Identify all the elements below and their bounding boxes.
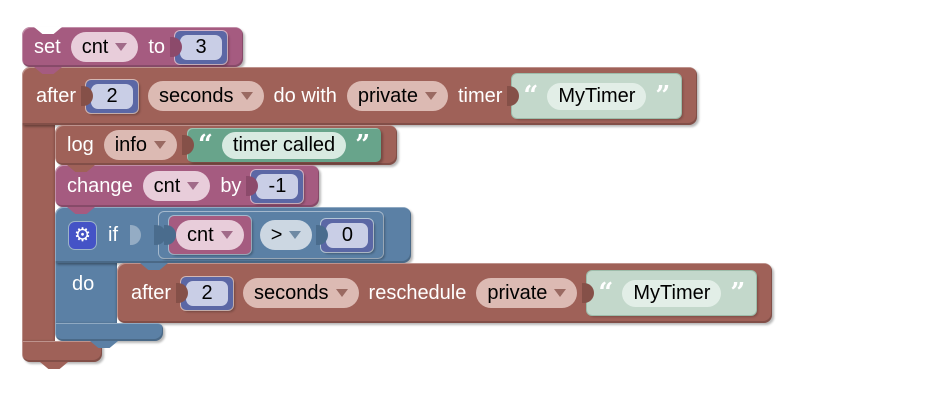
delay-value[interactable]: 2 — [91, 83, 134, 109]
dropdown-arrow-icon[interactable] — [554, 289, 567, 297]
value-connector-nub — [316, 225, 329, 245]
dropdown-arrow-icon[interactable] — [424, 92, 437, 100]
operator-dropdown[interactable]: > — [259, 220, 313, 250]
number-value[interactable]: -1 — [256, 173, 299, 199]
if-body: do after 2 — [55, 263, 773, 323]
if-header[interactable]: ⚙ if cnt — [55, 207, 412, 263]
number-block[interactable]: -1 — [246, 169, 304, 203]
dropdown-arrow-icon[interactable] — [187, 182, 200, 190]
do-label: do — [72, 273, 95, 295]
next-connection-tab — [40, 362, 68, 369]
scope-value: private — [357, 84, 418, 107]
if-children: after 2 seconds reschedu — [117, 263, 773, 323]
operator-value: > — [270, 223, 283, 246]
stack-connection-tab — [34, 67, 62, 74]
variable-dropdown[interactable]: cnt — [176, 220, 244, 250]
stack-connection-tab — [140, 263, 168, 270]
set-variable-block[interactable]: set cnt to 3 — [22, 27, 244, 67]
to-label: to — [148, 35, 166, 58]
value-connector-nub — [507, 86, 520, 106]
value-connector-nub — [81, 86, 94, 106]
variable-block[interactable]: cnt — [164, 216, 251, 254]
scope-value: private — [487, 281, 548, 304]
mutator-gear-icon[interactable]: ⚙ — [69, 221, 96, 249]
reschedule-label: reschedule — [368, 281, 467, 304]
after-timer-footer[interactable] — [22, 341, 102, 369]
after-timer-header[interactable]: after 2 seconds do with private timer — [22, 67, 698, 125]
time-unit-dropdown[interactable]: seconds — [243, 278, 359, 308]
scope-dropdown[interactable]: private — [346, 81, 448, 111]
variable-dropdown-value: cnt — [187, 223, 214, 246]
comparison-block[interactable]: cnt > 0 — [154, 212, 384, 258]
number-block[interactable]: 3 — [170, 30, 228, 64]
dropdown-arrow-icon[interactable] — [115, 43, 128, 51]
after-label: after — [36, 84, 77, 107]
variable-dropdown-value: cnt — [81, 35, 109, 58]
after-timer-left-spine[interactable] — [22, 125, 55, 341]
close-quote: ” — [355, 130, 371, 160]
number-value[interactable]: 0 — [326, 222, 369, 248]
change-label: change — [67, 174, 133, 197]
dropdown-arrow-icon[interactable] — [335, 289, 348, 297]
dropdown-arrow-icon[interactable] — [153, 141, 166, 149]
value-connector-nub — [170, 37, 183, 57]
after-label: after — [131, 281, 172, 304]
do-spine[interactable]: do — [55, 263, 117, 323]
variable-dropdown[interactable]: cnt — [70, 32, 139, 62]
previous-connection-notch — [34, 27, 62, 34]
by-label: by — [220, 174, 242, 197]
stack-connection-tab — [67, 165, 95, 172]
stack-connection-tab — [67, 207, 95, 214]
value-connector-nub — [176, 283, 189, 303]
variable-dropdown-value: cnt — [153, 174, 181, 197]
open-quote: “ — [197, 130, 213, 160]
open-quote: “ — [523, 81, 539, 111]
delay-value[interactable]: 2 — [186, 280, 229, 306]
delay-number-block[interactable]: 2 — [176, 276, 234, 310]
close-quote: ” — [730, 278, 746, 308]
timer-name-field[interactable]: MyTimer — [547, 82, 647, 110]
close-quote: ” — [655, 81, 671, 111]
after-timer-block[interactable]: after 2 seconds do with private timer — [22, 67, 773, 369]
log-message-field[interactable]: timer called — [221, 131, 347, 159]
block-stack: set cnt to 3 after 2 seconds — [22, 27, 773, 369]
timer-name-field[interactable]: MyTimer — [622, 279, 722, 307]
if-block[interactable]: ⚙ if cnt — [55, 207, 773, 348]
dropdown-arrow-icon[interactable] — [220, 231, 233, 239]
set-label: set — [34, 35, 61, 58]
time-unit-value: seconds — [159, 84, 234, 107]
value-connector-nub — [181, 135, 194, 155]
number-value[interactable]: 3 — [180, 34, 223, 60]
dropdown-arrow-icon[interactable] — [240, 92, 253, 100]
log-message-text-block[interactable]: “ timer called ” — [181, 128, 382, 162]
value-connector-nub — [164, 225, 176, 245]
value-connector-nub — [154, 225, 166, 245]
time-unit-dropdown[interactable]: seconds — [148, 81, 264, 111]
after-timer-body: log info “ timer called ” — [22, 125, 773, 348]
log-level-value: info — [114, 133, 147, 156]
log-label: log — [67, 133, 94, 156]
timer-label: timer — [457, 84, 503, 107]
change-variable-block[interactable]: change cnt by -1 — [55, 165, 320, 207]
log-level-dropdown[interactable]: info — [103, 130, 177, 160]
after-timer-children: log info “ timer called ” — [55, 125, 773, 348]
value-socket — [130, 225, 141, 245]
next-connection-tab — [90, 341, 118, 348]
open-quote: “ — [598, 278, 614, 308]
if-footer[interactable] — [55, 323, 163, 348]
value-connector-nub — [246, 176, 259, 196]
log-block[interactable]: log info “ timer called ” — [55, 125, 398, 165]
scope-dropdown[interactable]: private — [476, 278, 578, 308]
number-block[interactable]: 0 — [316, 218, 374, 252]
value-connector-nub — [582, 283, 595, 303]
variable-dropdown[interactable]: cnt — [142, 171, 211, 201]
time-unit-value: seconds — [254, 281, 329, 304]
dropdown-arrow-icon[interactable] — [289, 231, 302, 239]
do-with-label: do with — [273, 84, 337, 107]
timer-name-text-block[interactable]: “ MyTimer ” — [582, 271, 757, 315]
if-label: if — [108, 223, 118, 246]
delay-number-block[interactable]: 2 — [81, 79, 139, 113]
timer-name-text-block[interactable]: “ MyTimer ” — [507, 74, 682, 118]
reschedule-timer-block[interactable]: after 2 seconds reschedu — [117, 263, 773, 323]
